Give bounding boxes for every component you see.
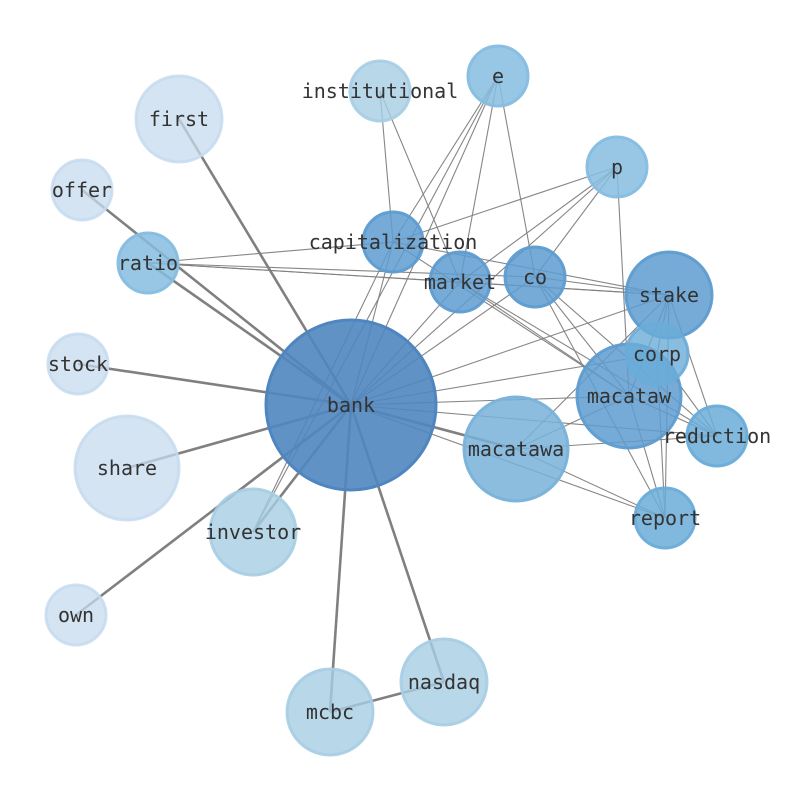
node-mcbc <box>285 667 375 757</box>
node-corp <box>624 321 690 387</box>
node-label-mcbc: mcbc <box>306 700 354 724</box>
node-label-report: report <box>629 506 701 530</box>
node-macatawa <box>462 395 570 503</box>
edge-e-capitalization <box>392 75 499 243</box>
node-investor <box>208 487 298 577</box>
node-label-nasdaq: nasdaq <box>408 670 480 694</box>
node-share <box>73 414 181 522</box>
node-label-co: co <box>523 265 547 289</box>
node-label-share: share <box>97 456 157 480</box>
node-report <box>633 486 697 550</box>
node-bank <box>264 318 438 492</box>
node-nasdaq <box>399 637 489 727</box>
node-label-ratio: ratio <box>118 251 178 275</box>
node-market <box>428 250 492 314</box>
edge-e-market <box>459 75 499 283</box>
node-label-first: first <box>149 107 209 131</box>
edge-institutional-market <box>379 90 461 283</box>
node-label-macatawa: macatawa <box>468 437 564 461</box>
nodes-layer <box>44 44 749 757</box>
node-label-e: e <box>492 64 504 88</box>
node-label-reduction: reduction <box>663 424 771 448</box>
node-label-market: market <box>424 270 496 294</box>
node-p <box>585 135 649 199</box>
labels-layer: bank macatawa macataw share mcbc nasdaq invest… <box>48 64 771 724</box>
node-first <box>134 74 224 164</box>
node-label-offer: offer <box>52 178 112 202</box>
node-label-investor: investor <box>205 520 301 544</box>
edge-ratio-capitalization <box>147 241 394 264</box>
node-own <box>44 583 108 647</box>
node-institutional <box>348 59 412 123</box>
node-stock <box>46 332 110 396</box>
node-capitalization <box>361 210 425 274</box>
node-label-p: p <box>611 155 623 179</box>
node-reduction <box>685 404 749 468</box>
node-label-capitalization: capitalization <box>309 230 478 254</box>
node-label-corp: corp <box>633 342 681 366</box>
node-label-own: own <box>58 603 94 627</box>
node-e <box>466 44 530 108</box>
edge-e-co <box>497 75 536 278</box>
edge-p-capitalization <box>392 166 618 243</box>
node-label-macataw: macataw <box>587 384 672 408</box>
node-ratio <box>116 231 180 295</box>
node-label-bank: bank <box>327 393 375 417</box>
node-co <box>503 245 567 309</box>
node-offer <box>50 158 114 222</box>
node-label-stock: stock <box>48 352 108 376</box>
edge-p-market <box>459 166 618 283</box>
node-label-institutional: institutional <box>302 79 459 103</box>
node-label-stake: stake <box>639 283 699 307</box>
